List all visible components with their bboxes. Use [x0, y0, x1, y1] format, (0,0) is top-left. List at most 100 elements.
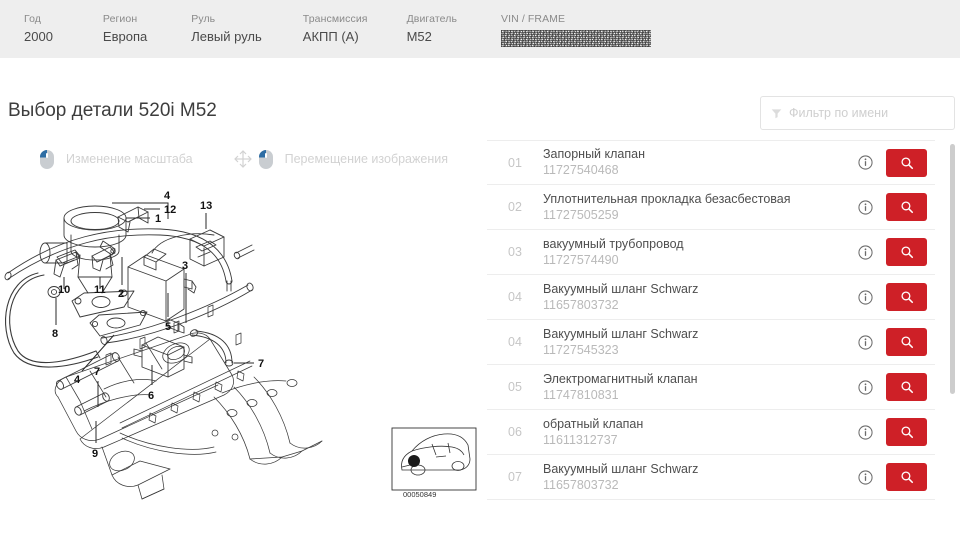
parts-diagram-svg: 1 2 3 4 4 5 6 7 7 8 9 10 11 12 13 [4, 190, 477, 500]
search-part-button[interactable] [886, 418, 927, 446]
search-part-button[interactable] [886, 148, 927, 177]
part-name: Запорный клапан [543, 147, 645, 161]
search-part-button[interactable] [886, 463, 927, 491]
magnifier-icon [900, 246, 913, 259]
info-icon[interactable] [852, 334, 878, 350]
search-part-button[interactable] [886, 193, 927, 221]
inset-location-dot [408, 455, 420, 467]
info-icon[interactable] [852, 469, 878, 485]
part-name: Электромагнитный клапан [543, 371, 698, 386]
spec-label: Год [24, 13, 42, 25]
callout-11: 11 [94, 284, 106, 296]
spec-label: Трансмиссия [302, 13, 368, 25]
filter-by-name-field[interactable] [760, 96, 955, 130]
info-icon[interactable] [852, 199, 878, 215]
part-text-block: Запорный клапан 11727540468 [543, 147, 852, 178]
spec-label: Двигатель [406, 13, 458, 25]
callout-9: 9 [92, 448, 98, 460]
magnifier-icon [900, 471, 913, 484]
info-icon[interactable] [852, 289, 878, 305]
spec-label: VIN / FRAME [501, 12, 566, 25]
callout-13: 13 [200, 200, 212, 212]
callout-7b: 7 [258, 358, 264, 370]
filter-input[interactable] [789, 106, 944, 120]
magnifier-icon [900, 156, 913, 169]
part-index: 02 [508, 200, 522, 214]
part-name: Вакуумный шланг Schwarz [543, 326, 699, 341]
part-index: 05 [508, 380, 522, 394]
part-name: Вакуумный шланг Schwarz [543, 461, 699, 476]
callout-3: 3 [182, 260, 188, 272]
parts-diagram[interactable]: 1 2 3 4 4 5 6 7 7 8 9 10 11 12 13 [0, 185, 486, 525]
search-part-button[interactable] [886, 328, 927, 356]
spec-value: Европа [102, 29, 148, 44]
part-index: 06 [508, 425, 522, 439]
funnel-icon [771, 108, 782, 118]
info-icon[interactable] [852, 424, 878, 440]
table-row[interactable]: 02 Уплотнительная прокладка безасбестовая… [487, 185, 935, 230]
callout-4: 4 [74, 374, 81, 386]
spec-label: Регион [102, 13, 138, 25]
part-number: 11657803732 [543, 297, 619, 312]
spec-field-engine: Двигатель M52 [407, 12, 457, 46]
move-arrows-icon [233, 150, 252, 168]
spec-value: M52 [406, 29, 432, 44]
magnifier-icon [900, 426, 913, 439]
mouse-scroll-icon [39, 149, 54, 169]
spec-value: 2000 [24, 29, 53, 44]
part-name: обратный клапан [543, 416, 644, 431]
part-index: 07 [508, 470, 522, 484]
callout-1: 1 [155, 213, 161, 225]
spec-field-region: Регион Европа [103, 12, 147, 46]
vehicle-location-inset [391, 427, 477, 491]
spec-field-steering: Руль Левый руль [191, 12, 262, 46]
spec-field-year: Год 2000 [24, 12, 53, 46]
part-number: 11727545323 [543, 342, 619, 357]
part-number: 11611312737 [543, 432, 618, 447]
info-icon[interactable] [852, 155, 878, 170]
spec-value: Левый руль [191, 29, 262, 44]
magnifier-icon [900, 201, 913, 214]
part-index: 04 [508, 290, 522, 304]
part-index: 04 [508, 335, 522, 349]
page-title: Выбор детали 520i M52 [8, 100, 217, 121]
info-icon[interactable] [852, 379, 878, 395]
spec-field-vin: VIN / FRAME [501, 12, 652, 47]
search-part-button[interactable] [886, 373, 927, 401]
callout-7: 7 [94, 366, 100, 378]
callout-2: 2 [118, 288, 124, 300]
vin-redacted-value [501, 29, 652, 47]
hint-zoom-label: Изменение масштаба [66, 152, 193, 166]
callout-12: 12 [164, 204, 176, 216]
parts-list-scrollbar-track[interactable] [950, 144, 955, 522]
part-number: 11727540468 [543, 163, 619, 177]
part-name: Уплотнительная прокладка безасбестовая [543, 191, 791, 206]
inset-id-label: 00050849 [403, 490, 436, 499]
info-icon[interactable] [852, 244, 878, 260]
spec-label: Руль [191, 13, 216, 25]
search-part-button[interactable] [886, 283, 927, 311]
magnifier-icon [900, 291, 913, 304]
part-number: 11727574490 [543, 252, 619, 267]
part-number: 11657803732 [543, 477, 619, 492]
parts-list-scrollbar-thumb[interactable] [950, 144, 955, 394]
spec-field-transmission: Трансмиссия АКПП (A) [303, 12, 368, 46]
search-part-button[interactable] [886, 238, 927, 266]
spec-value: АКПП (A) [302, 29, 359, 44]
hint-pan: Перемещение изображения [233, 148, 448, 170]
callout-10: 10 [58, 284, 70, 296]
